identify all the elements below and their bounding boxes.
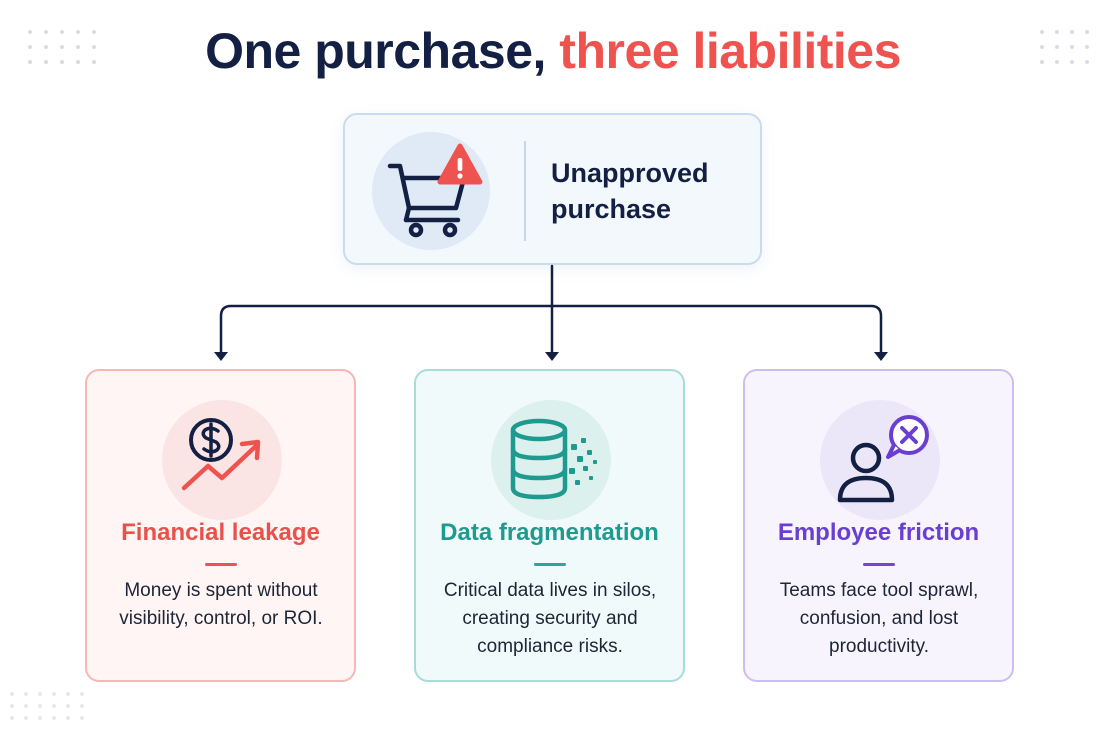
title-part-main: One purchase, [205, 23, 560, 79]
page-title: One purchase, three liabilities [0, 22, 1106, 80]
database-scatter-icon [491, 400, 611, 520]
liability-description: Critical data lives in silos, creating s… [443, 580, 657, 657]
liability-card-employee-friction: Employee friction Teams face tool sprawl… [743, 369, 1014, 682]
liability-heading: Data fragmentation [440, 519, 659, 546]
liability-heading: Financial leakage [121, 519, 320, 546]
shopping-cart-alert-icon [372, 132, 490, 250]
root-divider [524, 141, 526, 241]
user-error-bubble-icon [820, 400, 940, 520]
heading-underline [863, 563, 895, 566]
liability-card-data-fragmentation: Data fragmentation Critical data lives i… [414, 369, 685, 682]
root-node-card: Unapproved purchase [343, 113, 762, 265]
liability-description: Teams face tool sprawl, confusion, and l… [779, 580, 979, 657]
dollar-trend-up-icon [162, 400, 282, 520]
liability-card-financial-leakage: Financial leakage Money is spent without… [85, 369, 356, 682]
liability-description: Money is spent without visibility, contr… [119, 580, 323, 629]
heading-underline [534, 563, 566, 566]
title-part-accent: three liabilities [559, 23, 901, 79]
root-node-label: Unapproved purchase [551, 158, 709, 224]
liability-heading: Employee friction [777, 519, 980, 546]
heading-underline [205, 563, 237, 566]
